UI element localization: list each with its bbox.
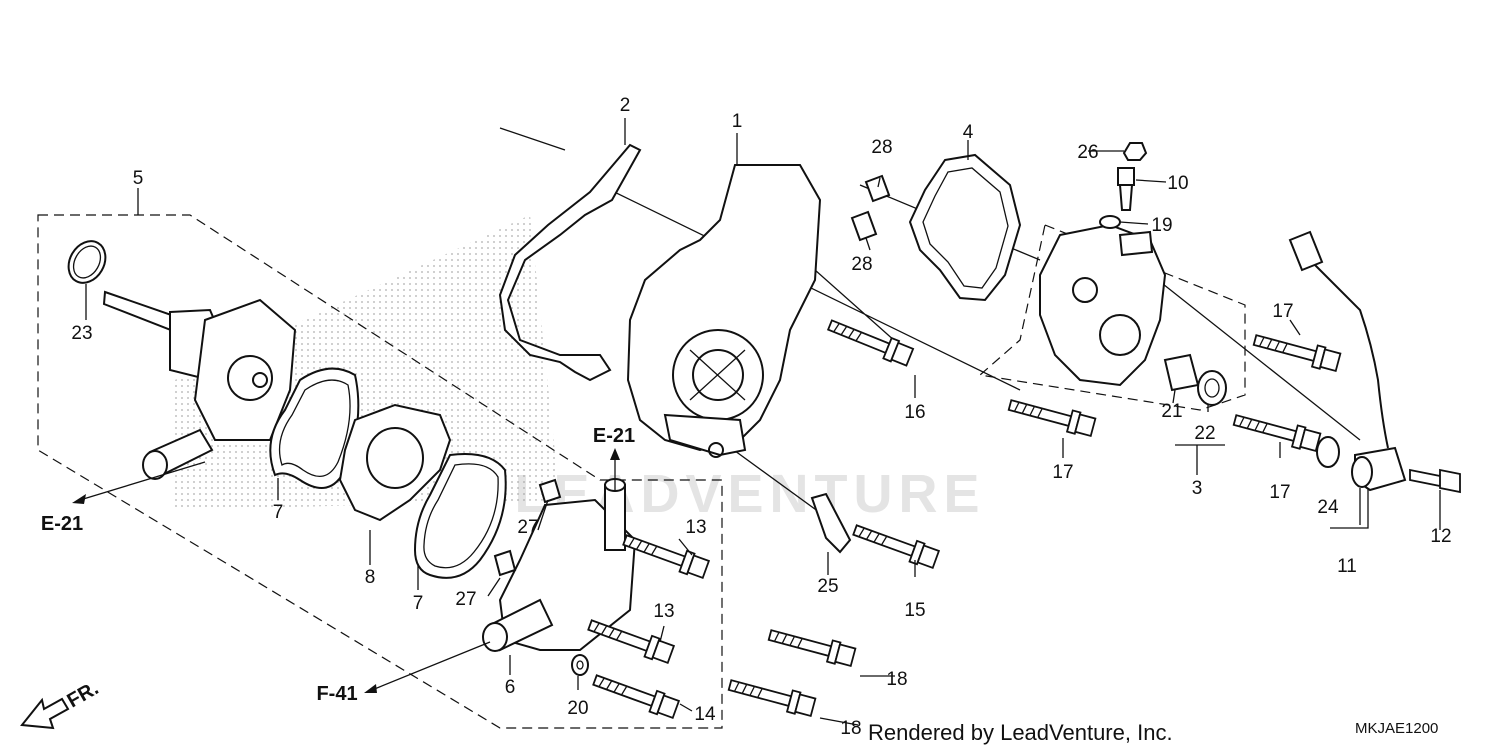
callout-16[interactable]: 16 <box>904 402 925 423</box>
housing-3[interactable] <box>1039 223 1167 387</box>
callout-28a[interactable]: 28 <box>871 137 892 158</box>
group-5-outline <box>37 214 723 729</box>
bolt-14[interactable] <box>590 668 681 721</box>
bolt-18a[interactable] <box>766 623 857 669</box>
o-ring-19[interactable] <box>1099 215 1121 229</box>
bolt-13b[interactable] <box>585 613 676 666</box>
water-pump-5[interactable] <box>102 290 297 480</box>
callout-21[interactable]: 21 <box>1161 401 1182 422</box>
callout-17b[interactable]: 17 <box>1269 482 1290 503</box>
callout-26[interactable]: 26 <box>1077 142 1098 163</box>
bolt-18b[interactable] <box>726 673 817 719</box>
bolt-15[interactable] <box>850 518 941 571</box>
callout-24[interactable]: 24 <box>1317 497 1339 518</box>
ref-arrow-f41 <box>371 641 491 691</box>
seal-22[interactable] <box>1197 370 1227 406</box>
o-ring-23[interactable] <box>61 234 112 289</box>
bearing-21[interactable] <box>1163 353 1200 392</box>
ref-arrowhead-e21-left <box>72 494 86 504</box>
callout-6[interactable]: 6 <box>505 677 516 698</box>
callout-23[interactable]: 23 <box>71 323 92 344</box>
sensor-10[interactable] <box>1117 167 1135 211</box>
dowel-27a[interactable] <box>538 478 562 504</box>
bolt-17a[interactable] <box>1006 393 1097 439</box>
clamp-25[interactable] <box>810 492 852 554</box>
callout-18b[interactable]: 18 <box>840 718 861 739</box>
callout-8[interactable]: 8 <box>365 567 376 588</box>
gasket-4[interactable] <box>908 153 1022 302</box>
callout-2[interactable]: 2 <box>620 95 631 116</box>
front-arrow-label: FR. <box>64 677 103 712</box>
callout-13b[interactable]: 13 <box>653 601 674 622</box>
ref-arrow-e21-left <box>79 461 206 501</box>
callout-14[interactable]: 14 <box>694 704 716 725</box>
ref-f41[interactable]: F-41 <box>316 683 357 705</box>
callout-7a[interactable]: 7 <box>273 502 284 523</box>
callout-15[interactable]: 15 <box>904 600 925 621</box>
o-ring-24[interactable] <box>1316 436 1340 468</box>
callout-28b[interactable]: 28 <box>851 254 872 275</box>
sensor-11[interactable] <box>1288 230 1407 492</box>
callout-22[interactable]: 22 <box>1194 423 1215 444</box>
dowel-27b[interactable] <box>493 549 517 577</box>
callout-27b[interactable]: 27 <box>455 589 476 610</box>
callout-lines <box>85 118 1441 726</box>
plate-8[interactable] <box>338 403 452 522</box>
group-3-outline <box>978 224 1246 411</box>
callout-13a[interactable]: 13 <box>685 517 706 538</box>
callout-11[interactable]: 11 <box>1337 556 1357 577</box>
callout-1[interactable]: 1 <box>732 111 743 132</box>
callout-5[interactable]: 5 <box>133 168 144 189</box>
callout-3[interactable]: 3 <box>1192 478 1203 499</box>
ref-arrowhead-f41 <box>364 684 377 693</box>
pump-cover-6[interactable] <box>482 478 637 652</box>
seal-7b[interactable] <box>413 453 507 579</box>
cover-1[interactable] <box>626 164 822 458</box>
callout-4[interactable]: 4 <box>963 122 974 143</box>
callout-19[interactable]: 19 <box>1151 215 1172 236</box>
nut-26[interactable] <box>1122 142 1148 161</box>
callout-12[interactable]: 12 <box>1430 526 1451 547</box>
ref-e21-mid[interactable]: E-21 <box>593 425 635 447</box>
callout-7b[interactable]: 7 <box>413 593 424 614</box>
front-arrow-icon <box>20 697 70 730</box>
callout-18a[interactable]: 18 <box>886 669 907 690</box>
bolt-17c[interactable] <box>1251 328 1342 374</box>
callout-20[interactable]: 20 <box>567 698 588 719</box>
dowel-28a[interactable] <box>864 174 891 203</box>
bolt-17b[interactable] <box>1231 408 1322 454</box>
bolt-12[interactable] <box>1409 468 1461 494</box>
callout-17c[interactable]: 17 <box>1272 301 1293 322</box>
ref-e21-left[interactable]: E-21 <box>41 513 83 535</box>
washer-20[interactable] <box>571 654 589 676</box>
callout-27a[interactable]: 27 <box>517 517 538 538</box>
callout-25[interactable]: 25 <box>817 576 838 597</box>
diagram-code: MKJAE1200 <box>1355 720 1438 737</box>
ref-arrowhead-e21-mid <box>610 448 620 460</box>
seal-7a[interactable] <box>269 367 360 489</box>
gasket-2[interactable] <box>498 143 642 382</box>
dowel-28b[interactable] <box>850 210 878 242</box>
credit-text: Rendered by LeadVenture, Inc. <box>868 720 1173 745</box>
bolt-16[interactable] <box>824 313 915 369</box>
callout-17a[interactable]: 17 <box>1052 462 1073 483</box>
callout-10[interactable]: 10 <box>1167 173 1188 194</box>
